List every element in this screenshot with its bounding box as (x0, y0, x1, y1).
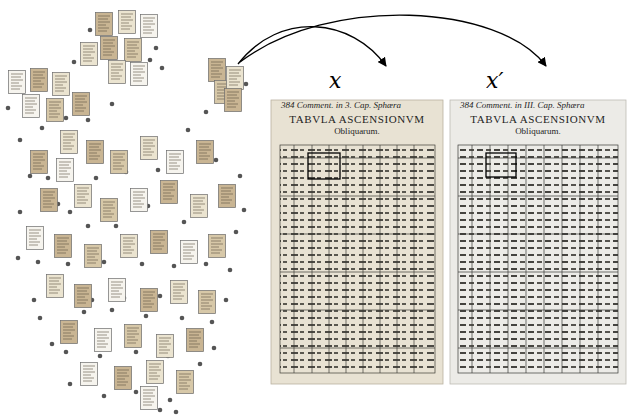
table-subtitle: Obliquarum. (450, 126, 626, 137)
table-title: TABVLA ASCENSIONVM (450, 113, 626, 126)
running-head: 384 Comment. in 3. Cap. Sphæra (271, 100, 443, 111)
figure-label: x′ (450, 68, 626, 94)
scanned-page (271, 100, 443, 384)
figure-label: x (271, 68, 443, 94)
table-title: TABVLA ASCENSIONVM (271, 113, 443, 126)
table-subtitle: Obliquarum. (271, 126, 443, 137)
embedding-dots (6, 28, 249, 415)
running-head: 384 Comment. in III. Cap. Sphæra (450, 100, 626, 111)
page-image: x′384 Comment. in III. Cap. SphæraTABVLA… (450, 100, 626, 384)
scanned-page (450, 100, 626, 384)
page-image: x384 Comment. in 3. Cap. SphæraTABVLA AS… (271, 100, 443, 384)
page-thumbnails (8, 10, 243, 409)
pairing-arrows (238, 15, 546, 66)
